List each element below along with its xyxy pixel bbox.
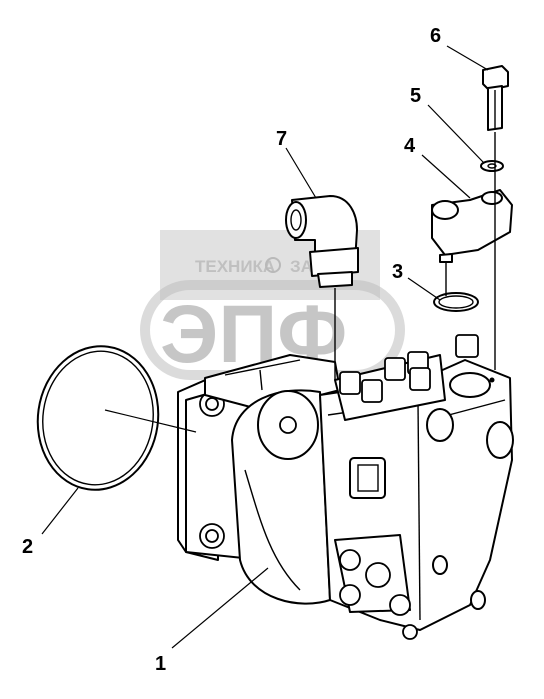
callout-6: 6 [430, 25, 441, 47]
callout-3: 3 [392, 261, 403, 283]
callouts: 6 5 4 3 7 2 1 [22, 25, 441, 675]
callout-1: 1 [155, 653, 166, 675]
callout-7: 7 [276, 128, 287, 150]
o-ring-large [36, 345, 160, 491]
pump-body [177, 334, 514, 640]
elbow-fitting [285, 195, 359, 288]
gear-icon [265, 257, 281, 273]
mounting-bracket [431, 189, 513, 263]
callout-4: 4 [404, 135, 416, 157]
leader-lines [41, 45, 496, 649]
callout-5: 5 [410, 85, 421, 107]
callout-2: 2 [22, 536, 33, 558]
watermark-brand-text: ТЕХНИКА [195, 257, 275, 276]
watermark: ТЕХНИКА ЗАП ЭПФ [140, 230, 405, 380]
washer [480, 160, 504, 172]
manifold-bolts [339, 334, 479, 403]
hex-bolt [482, 65, 509, 131]
o-ring-small [433, 292, 479, 312]
